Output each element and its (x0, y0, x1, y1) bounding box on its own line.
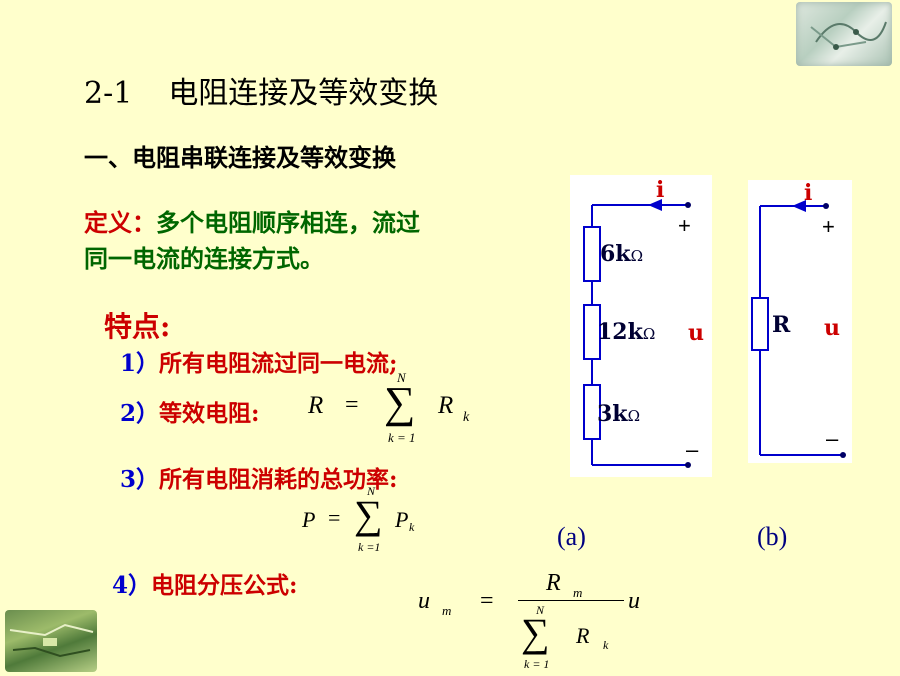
resistor-1-label: 6kΩ (600, 241, 643, 267)
formula-r-sum-bottom: k = 1 (388, 430, 416, 445)
formula-u-den-sub: k (603, 638, 609, 652)
formula-u-lhs-sub: m (442, 603, 452, 618)
circuit-b-voltage-label: u (824, 315, 840, 341)
title-text: 电阻连接及等效变换 (168, 76, 439, 111)
formula-u-rhs: u (628, 588, 640, 614)
feature-item-3-num: 3） (120, 466, 160, 493)
features-heading: 特点: (104, 310, 171, 343)
circuit-a-plus: + (678, 213, 691, 238)
circuit-a-minus: – (686, 437, 699, 462)
circuit-a-diagram (583, 199, 691, 468)
formula-r-sum-top: N (397, 370, 406, 385)
circuit-board-image-top-right (796, 2, 892, 66)
terminal-b-top (823, 203, 829, 209)
formula-r-sub: k (463, 410, 470, 425)
formula-u-den-sum-top: N (536, 603, 545, 617)
formula-u-num: R (546, 570, 561, 596)
resistor-3-label: 3kΩ (597, 401, 640, 427)
circuit-a-caption: (a) (557, 522, 586, 551)
definition-line1: 多个电阻顺序相连，流过 (156, 208, 420, 237)
circuit-b-plus: + (822, 214, 835, 239)
formula-u-num-sub: m (573, 585, 583, 600)
formula-p-term: P (395, 507, 409, 532)
formula-p-sigma: ∑ (354, 492, 383, 537)
feature-item-1: 1）所有电阻流过同一电流; (120, 344, 398, 378)
formula-u-den-sigma: ∑ (521, 610, 550, 655)
current-arrow-b (792, 200, 806, 212)
formula-u-eq: = (480, 588, 494, 614)
circuit-b-diagram (751, 200, 846, 458)
formula-r-term: R (438, 392, 454, 419)
terminal-a-top (685, 202, 691, 208)
feature-item-2-text: 等效电阻: (159, 400, 260, 427)
definition-label: 定义： (84, 208, 156, 237)
formula-u-den-sum-bottom: k = 1 (524, 657, 550, 671)
current-arrow-a (648, 199, 662, 211)
formula-p-sum-bottom: k =1 (358, 540, 381, 554)
feature-item-1-text: 所有电阻流过同一电流; (159, 350, 398, 377)
terminal-a-bottom (685, 462, 691, 468)
feature-item-4: 4）电阻分压公式: (112, 566, 298, 600)
fraction-bar (518, 600, 624, 601)
slide-title: 2-1 电阻连接及等效变换 (84, 68, 438, 112)
formula-u-lhs: u (418, 588, 430, 614)
section-heading: 一、电阻串联连接及等效变换 (84, 143, 396, 172)
formula-p-eq: = (328, 505, 341, 530)
circuit-a-current-label: i (656, 177, 665, 203)
circuit-b-current-label: i (804, 180, 813, 206)
feature-item-3: 3）所有电阻消耗的总功率: (120, 460, 398, 494)
formula-r-eq: = (345, 392, 359, 418)
circuit-board-icon (810, 21, 887, 50)
formula-r-sigma: ∑ (384, 378, 416, 427)
feature-item-3-text: 所有电阻消耗的总功率: (159, 466, 398, 493)
formula-u-den-term: R (576, 623, 590, 648)
circuit-b-minus: – (826, 426, 839, 451)
definition-block: 定义：多个电阻顺序相连，流过 同一电流的连接方式。 (84, 205, 420, 277)
feature-item-4-text: 电阻分压公式: (151, 572, 298, 599)
formula-p-sum-top: N (367, 484, 376, 498)
title-number: 2-1 (84, 76, 133, 111)
circuit-a-panel: i + – u 6kΩ 12kΩ 3kΩ (570, 175, 712, 477)
formula-p-sub: k (409, 520, 415, 534)
resistor-2-label: 12kΩ (597, 319, 656, 345)
circuit-b-panel: i + – u R (748, 180, 852, 463)
formula-p-lhs: P (302, 507, 316, 532)
circuit-board-icon (9, 623, 94, 658)
feature-item-1-num: 1） (120, 350, 160, 377)
terminal-b-bottom (840, 452, 846, 458)
formula-r-lhs: R (308, 392, 324, 419)
feature-item-2-num: 2） (120, 400, 160, 427)
circuit-b-caption: (b) (757, 522, 788, 551)
definition-line2: 同一电流的连接方式。 (84, 244, 324, 273)
feature-item-4-num: 4） (112, 572, 152, 599)
circuit-board-image-bottom-left (5, 610, 97, 672)
feature-item-2: 2）等效电阻: (120, 394, 260, 428)
resistor-r-label: R (772, 312, 791, 338)
circuit-a-voltage-label: u (688, 320, 704, 346)
